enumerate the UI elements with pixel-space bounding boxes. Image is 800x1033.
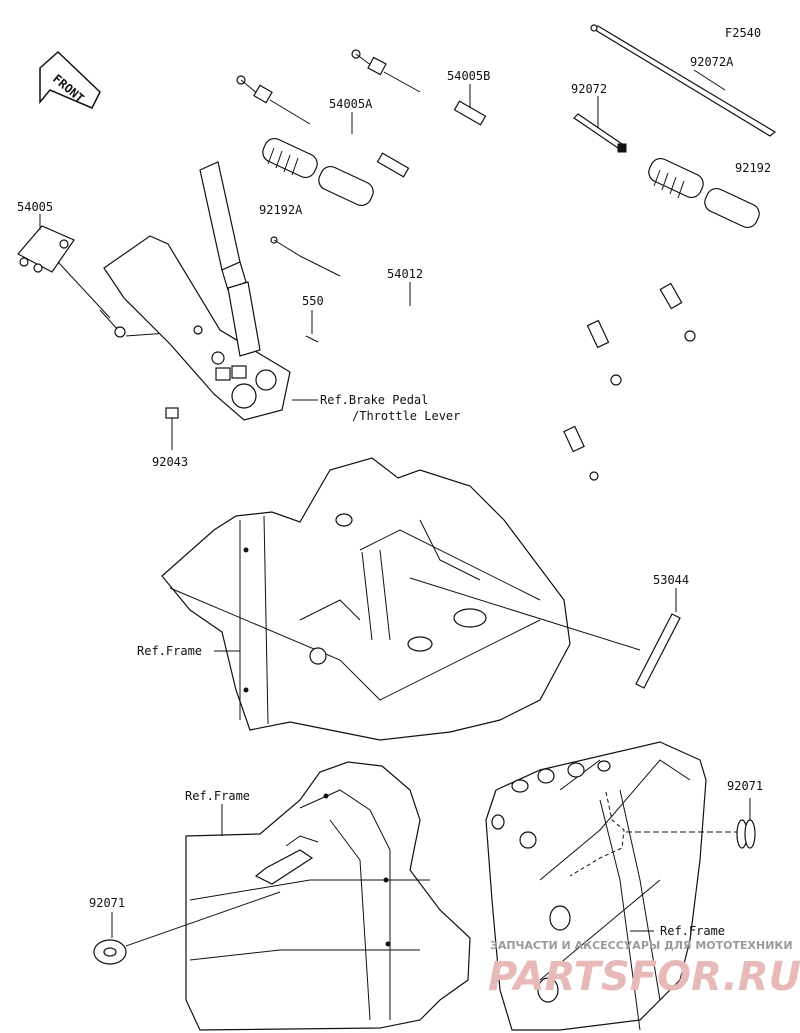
diagram-code: F2540 xyxy=(725,26,761,40)
label-92192: 92192 xyxy=(735,161,771,175)
part-54005B-cable xyxy=(351,49,696,342)
label-92071-left: 92071 xyxy=(89,896,125,910)
part-54012-cable xyxy=(270,236,599,481)
label-54012: 54012 xyxy=(387,267,423,281)
label-92043: 92043 xyxy=(152,455,188,469)
part-92072A-tie xyxy=(590,24,777,137)
part-92192-grip xyxy=(648,157,760,229)
part-92071-grommet-left xyxy=(93,939,127,965)
ref-frame-middle: Ref.Frame xyxy=(137,644,202,658)
label-92071-right: 92071 xyxy=(727,779,763,793)
bottom-right-frame xyxy=(485,741,707,1031)
label-92192A: 92192A xyxy=(259,203,303,217)
ref-frame-bottom-left: Ref.Frame xyxy=(185,789,250,803)
ref-brake-pedal: Ref.Brake Pedal xyxy=(320,393,428,407)
part-92192A-grip xyxy=(262,137,374,207)
label-53044: 53044 xyxy=(653,573,689,587)
label-54005A: 54005A xyxy=(329,97,373,111)
watermark-logo: PARTSFOR.RU xyxy=(488,954,800,1000)
part-550-pin xyxy=(305,335,319,343)
bottom-left-frame xyxy=(185,761,471,1031)
ref-throttle-lever: /Throttle Lever xyxy=(352,409,460,423)
label-92072: 92072 xyxy=(571,82,607,96)
part-54005A-cable xyxy=(236,75,622,386)
part-92071-grommet-right xyxy=(736,819,756,849)
front-direction-arrow: FRONT xyxy=(39,50,101,109)
brake-lever-assembly xyxy=(103,161,291,421)
label-550: 550 xyxy=(302,294,324,308)
ref-frame-bottom-right: Ref.Frame xyxy=(660,924,725,938)
label-54005: 54005 xyxy=(17,200,53,214)
part-92072-tie xyxy=(573,113,627,153)
part-92043-pin xyxy=(165,407,179,419)
label-92072A: 92072A xyxy=(690,55,734,69)
part-53044-strip xyxy=(635,613,681,689)
middle-frame xyxy=(161,457,571,741)
watermark-tagline: ЗАПЧАСТИ И АКСЕССУАРЫ ДЛЯ МОТОТЕХНИКИ xyxy=(490,939,793,952)
label-54005B: 54005B xyxy=(447,69,490,83)
